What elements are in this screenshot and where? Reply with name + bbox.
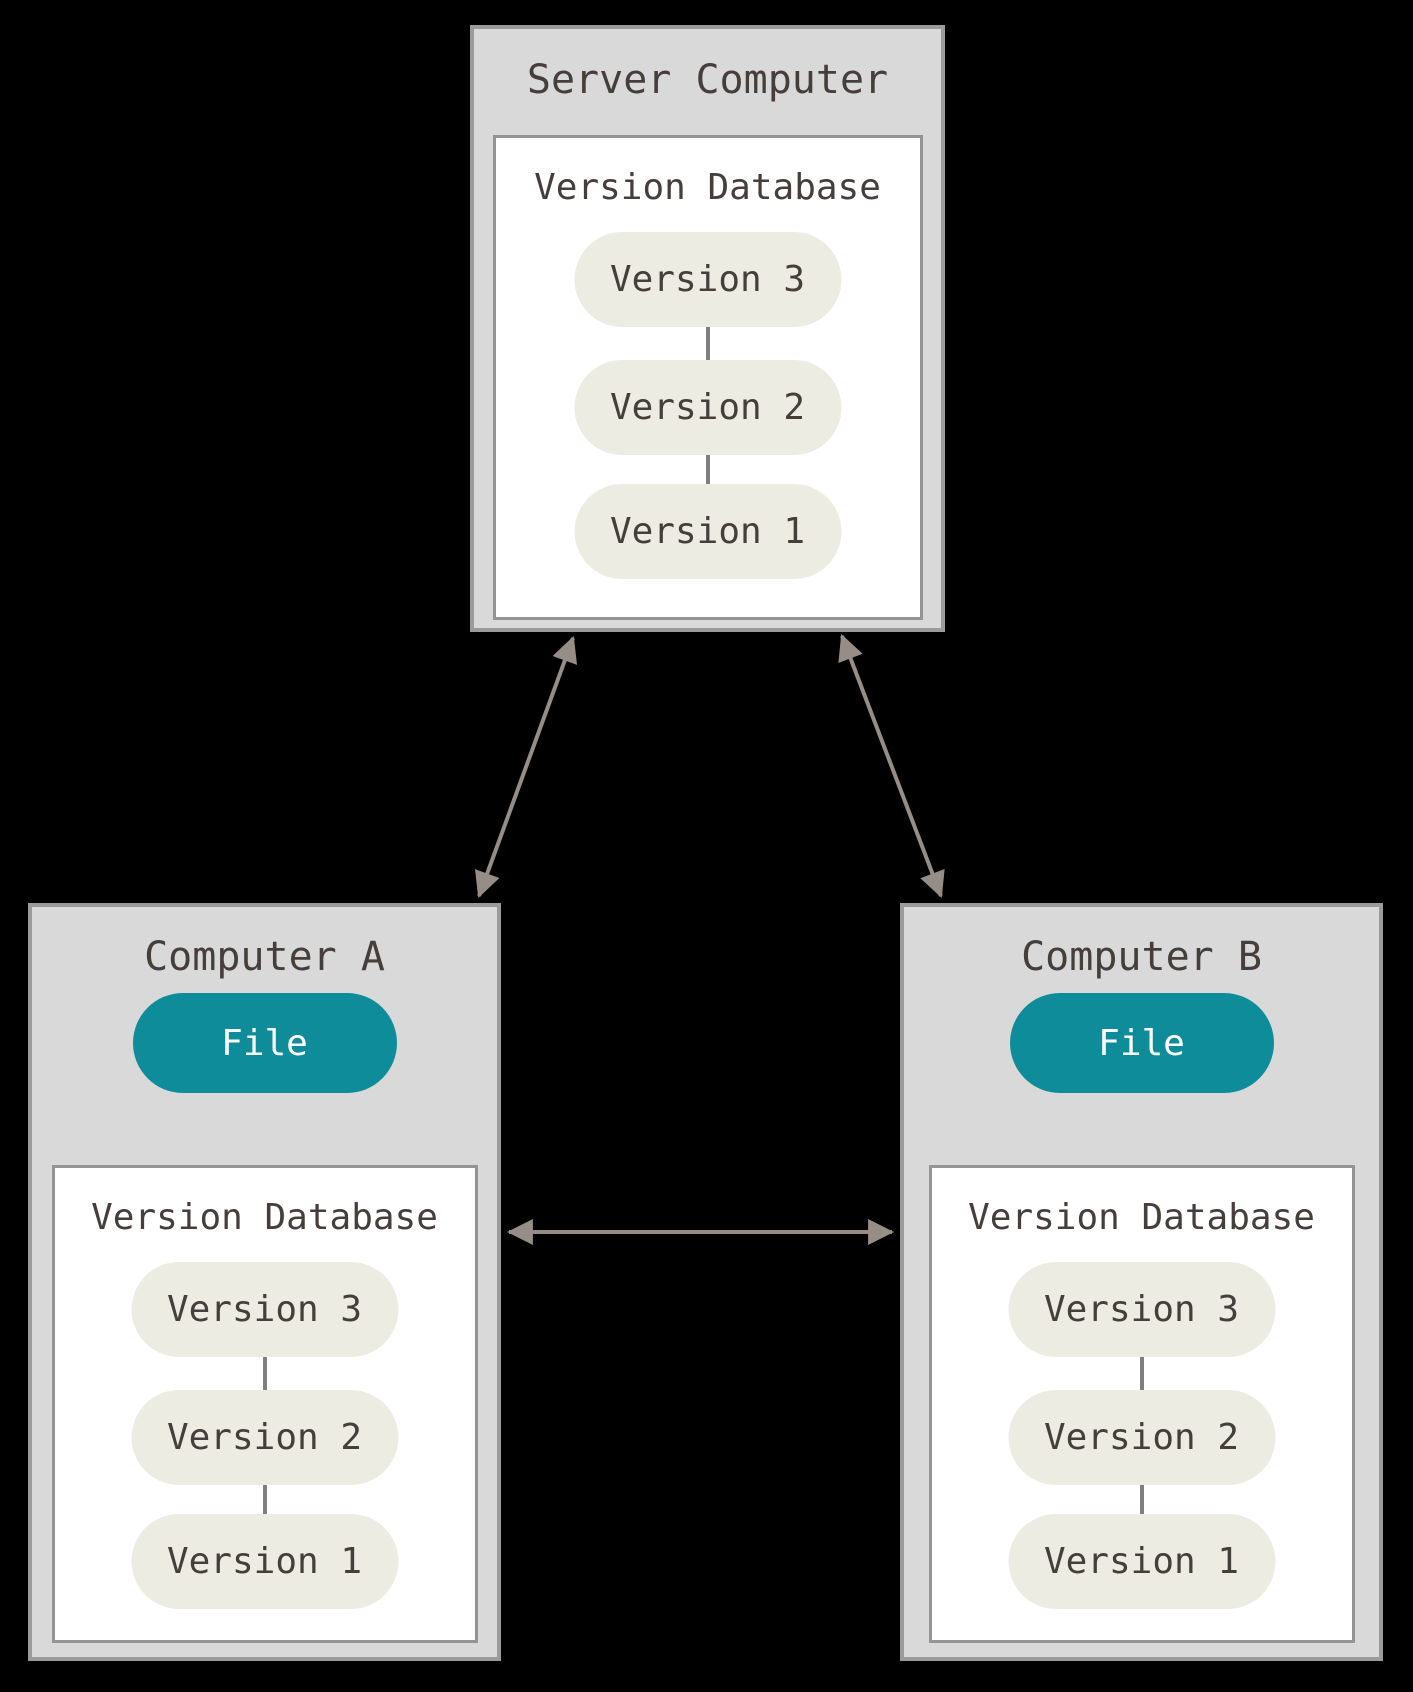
version-connector-line [705,327,710,360]
version-3-pill: Version 3 [1008,1262,1275,1357]
version-database-title: Version Database [968,1197,1315,1238]
file-pill: File [1009,993,1274,1093]
version-3-pill: Version 3 [131,1262,398,1357]
version-database-title: Version Database [534,167,881,208]
server-computer-box: Server Computer Version Database Version… [470,25,945,632]
version-connector-line [262,1357,267,1390]
arrow-server-to-computer-a [474,636,578,898]
version-1-pill: Version 1 [1008,1514,1275,1609]
server-computer-title: Server Computer [526,57,889,103]
computer-b-version-database-box: Version Database Version 3 Version 2 Ver… [928,1165,1355,1643]
file-pill: File [132,993,397,1093]
computer-b-title: Computer B [1021,934,1262,980]
server-version-database-box: Version Database Version 3 Version 2 Ver… [492,135,923,620]
computer-a-version-database-box: Version Database Version 3 Version 2 Ver… [51,1165,478,1643]
computer-a-box: Computer A File Version Database Version… [28,903,501,1661]
version-1-pill: Version 1 [131,1514,398,1609]
computer-a-title: Computer A [144,934,385,980]
version-1-pill: Version 1 [574,484,841,579]
version-connector-line [705,455,710,484]
version-database-title: Version Database [91,1197,438,1238]
version-2-pill: Version 2 [1008,1390,1275,1485]
version-connector-line [1139,1485,1144,1514]
computer-b-box: Computer B File Version Database Version… [900,903,1383,1661]
version-connector-line [1139,1357,1144,1390]
version-2-pill: Version 2 [131,1390,398,1485]
arrow-server-to-computer-b [838,634,945,898]
version-connector-line [262,1485,267,1514]
version-2-pill: Version 2 [574,360,841,455]
version-3-pill: Version 3 [574,232,841,327]
